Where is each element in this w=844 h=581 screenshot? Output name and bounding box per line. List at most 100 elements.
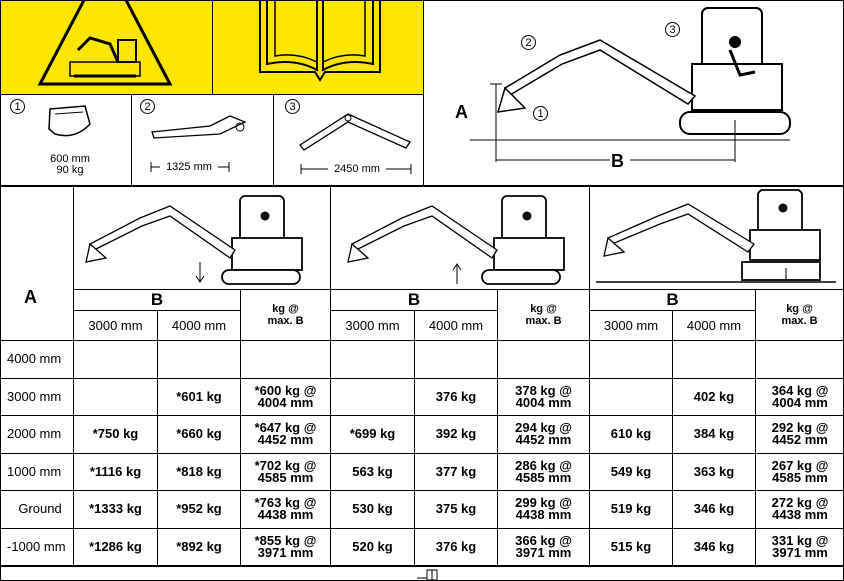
capacity-line: 366 kg @ xyxy=(515,532,572,548)
col-max-line-1: kg @ xyxy=(272,303,299,315)
col-max-line-2: max. B xyxy=(525,315,562,327)
excavator-config-1-icon xyxy=(85,195,303,285)
max-capacity-cell: 294 kg @4452 mm xyxy=(497,415,590,454)
capacity-cell xyxy=(330,377,415,416)
capacity-cell xyxy=(589,377,673,416)
row-header-a: A xyxy=(24,287,37,307)
capacity-cell: 346 kg xyxy=(672,527,756,566)
capacity-line: *763 kg @ xyxy=(254,495,317,511)
capacity-line: 292 kg @ xyxy=(771,420,829,436)
group-1-col-max: kg @ max. B xyxy=(240,289,331,341)
capacity-cell: 530 kg xyxy=(330,490,415,529)
bucket-width: 600 mm xyxy=(50,153,90,165)
diagram-callout-1: 1 xyxy=(533,106,548,121)
max-capacity-cell: 378 kg @4004 mm xyxy=(497,377,590,416)
capacity-cell: 376 kg xyxy=(414,527,498,566)
machine-icon xyxy=(417,569,438,581)
excavator-reach-illustration xyxy=(470,7,791,162)
capacity-line: 4585 mm xyxy=(772,469,828,485)
item-number-3: 3 xyxy=(285,99,300,114)
boom-icon xyxy=(299,113,411,151)
max-capacity-cell: 292 kg @4452 mm xyxy=(755,415,844,454)
capacity-cell: 515 kg xyxy=(589,527,673,566)
item-number-2: 2 xyxy=(140,99,155,114)
max-capacity-cell: 272 kg @4438 mm xyxy=(755,490,844,529)
capacity-cell: *699 kg xyxy=(330,415,415,454)
row-label: 4000 mm xyxy=(0,340,74,379)
capacity-cell xyxy=(157,340,241,379)
bucket-weight: 90 kg xyxy=(56,164,84,176)
capacity-cell: *1116 kg xyxy=(73,452,158,491)
capacity-cell: *892 kg xyxy=(157,527,241,566)
max-capacity-cell: 286 kg @4585 mm xyxy=(497,452,590,491)
max-capacity-cell: 364 kg @4004 mm xyxy=(755,377,844,416)
capacity-cell: 375 kg xyxy=(414,490,498,529)
capacity-cell: 519 kg xyxy=(589,490,673,529)
book-icon xyxy=(259,0,381,82)
capacity-cell: *952 kg xyxy=(157,490,241,529)
capacity-cell xyxy=(73,377,158,416)
capacity-line: 4452 mm xyxy=(772,432,828,448)
capacity-line: 4004 mm xyxy=(257,394,314,410)
capacity-line: *855 kg @ xyxy=(254,532,317,548)
max-capacity-cell: *647 kg @4452 mm xyxy=(240,415,331,454)
max-capacity-cell: 331 kg @3971 mm xyxy=(755,527,844,566)
group-3-b-header: B xyxy=(589,289,756,311)
excavator-config-3-icon xyxy=(596,189,836,283)
capacity-line: 364 kg @ xyxy=(771,382,829,398)
capacity-line: 4438 mm xyxy=(515,507,572,523)
capacity-cell xyxy=(330,340,415,379)
row-label: 2000 mm xyxy=(0,415,74,454)
capacity-cell: 549 kg xyxy=(589,452,673,491)
capacity-cell: 563 kg xyxy=(330,452,415,491)
diagram-callout-3: 3 xyxy=(665,22,680,37)
capacity-cell: *1333 kg xyxy=(73,490,158,529)
row-label: -1000 mm xyxy=(0,527,74,566)
max-capacity-cell: *600 kg @4004 mm xyxy=(240,377,331,416)
col-max-line-1: kg @ xyxy=(786,303,813,315)
capacity-line: 4004 mm xyxy=(772,394,828,410)
row-label: 1000 mm xyxy=(0,452,74,491)
group-2-b-header: B xyxy=(330,289,498,311)
row-header-cell xyxy=(0,186,74,341)
capacity-cell: 376 kg xyxy=(414,377,498,416)
capacity-line: 4585 mm xyxy=(257,469,314,485)
group-1-col-3000: 3000 mm xyxy=(73,310,158,341)
warning-triangle-icon xyxy=(37,0,173,86)
arm-length: 1325 mm xyxy=(160,162,218,173)
max-capacity-cell: *855 kg @3971 mm xyxy=(240,527,331,566)
group-1-col-4000: 4000 mm xyxy=(157,310,241,341)
group-2-col-3000: 3000 mm xyxy=(330,310,415,341)
capacity-line: 4004 mm xyxy=(515,394,572,410)
capacity-cell: 610 kg xyxy=(589,415,673,454)
capacity-cell: 392 kg xyxy=(414,415,498,454)
group-1-b-header: B xyxy=(73,289,241,311)
row-label: Ground xyxy=(0,490,74,529)
group-2-col-4000: 4000 mm xyxy=(414,310,498,341)
max-capacity-cell xyxy=(755,340,844,379)
capacity-cell xyxy=(414,340,498,379)
capacity-line: 3971 mm xyxy=(257,544,314,560)
excavator-config-2-icon xyxy=(347,195,565,285)
capacity-cell: 346 kg xyxy=(672,490,756,529)
capacity-cell: *750 kg xyxy=(73,415,158,454)
capacity-line: 378 kg @ xyxy=(515,382,572,398)
warning-panel xyxy=(0,0,213,95)
bucket-icon xyxy=(48,105,91,137)
arm-icon xyxy=(151,115,247,139)
max-capacity-cell: *763 kg @4438 mm xyxy=(240,490,331,529)
item-number-1: 1 xyxy=(10,99,25,114)
capacity-cell: *1286 kg xyxy=(73,527,158,566)
capacity-line: 4438 mm xyxy=(772,507,828,523)
col-max-line-2: max. B xyxy=(267,315,304,327)
col-max-line-1: kg @ xyxy=(530,303,557,315)
max-capacity-cell: 366 kg @3971 mm xyxy=(497,527,590,566)
capacity-line: 294 kg @ xyxy=(515,420,572,436)
dimension-a-label: A xyxy=(455,102,468,122)
max-capacity-cell: *702 kg @4585 mm xyxy=(240,452,331,491)
capacity-cell: 384 kg xyxy=(672,415,756,454)
capacity-line: *647 kg @ xyxy=(254,420,317,436)
capacity-cell: 402 kg xyxy=(672,377,756,416)
capacity-cell: 377 kg xyxy=(414,452,498,491)
capacity-cell xyxy=(73,340,158,379)
